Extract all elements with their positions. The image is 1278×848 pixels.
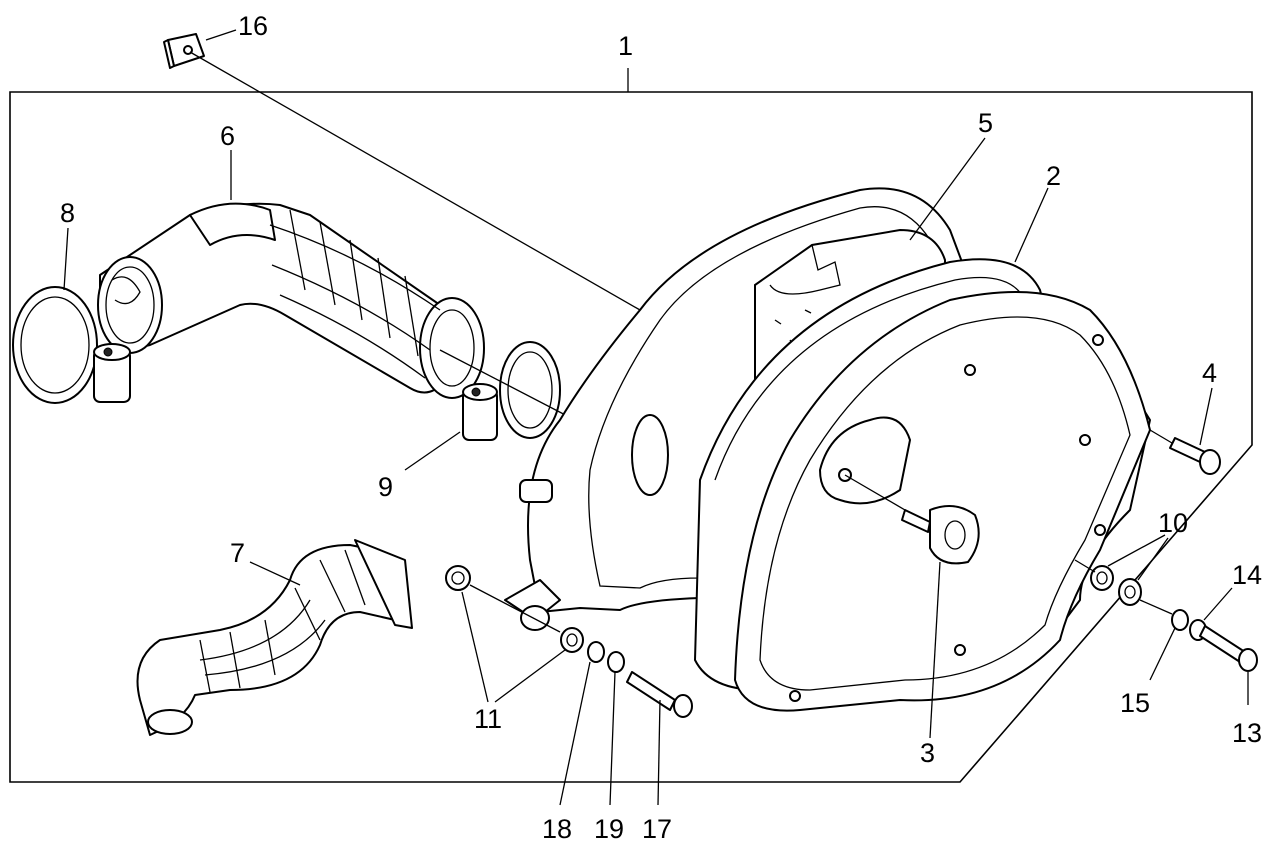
callout-6: 6 [220, 121, 235, 151]
callout-18: 18 [542, 814, 572, 844]
part-17-leader [657, 699, 661, 806]
part-8-clamp [12, 286, 131, 404]
part-13-axis-leader [1139, 599, 1173, 615]
part-19-washer [607, 651, 625, 673]
part-13-bolt [1199, 625, 1258, 672]
callout-16: 16 [238, 11, 268, 41]
part-2-leader [1014, 187, 1049, 263]
callout-8: 8 [60, 198, 75, 228]
part-17-bolt [626, 671, 693, 718]
part-18-leader [559, 661, 591, 806]
callout-3: 3 [920, 738, 935, 768]
part-10-grommets [1090, 565, 1142, 606]
callout-15: 15 [1120, 688, 1150, 718]
part-18-washer [587, 641, 605, 663]
callout-5: 5 [978, 108, 993, 138]
part-7-breather-hose [136, 539, 413, 736]
part-16-leader [205, 29, 237, 41]
part-4-leader [1199, 387, 1213, 446]
callout-14: 14 [1232, 560, 1262, 590]
callout-9: 9 [378, 472, 393, 502]
callout-10: 10 [1158, 508, 1188, 538]
part-4-screw [1169, 437, 1221, 475]
part-11-leader-b [494, 649, 566, 703]
part-6-intake-duct [97, 202, 485, 399]
part-9-clamp [462, 341, 561, 441]
callout-2: 2 [1046, 161, 1061, 191]
part-3-axis-leader [844, 474, 906, 511]
part-11-axis-leader [469, 584, 561, 633]
callout-13: 13 [1232, 718, 1262, 748]
part-16-clip-nut [163, 33, 205, 69]
part-14-leader [1203, 587, 1233, 621]
part-16-to-housing-leader [189, 51, 641, 311]
part-7-leader [249, 561, 301, 586]
part-11-leader-a [461, 591, 489, 703]
part-15-leader [1149, 627, 1176, 681]
part-2-cover [694, 258, 1151, 712]
part-19-leader [609, 671, 616, 806]
part-3-leader [929, 561, 941, 739]
part-10-leader-a [1107, 534, 1166, 567]
callout-17: 17 [642, 814, 672, 844]
callout-11: 11 [474, 704, 502, 734]
callout-4: 4 [1202, 358, 1217, 388]
part-10-axis-leader [1074, 559, 1096, 573]
part-10-leader-b [1137, 537, 1169, 581]
callout-19: 19 [594, 814, 624, 844]
callout-7: 7 [230, 538, 245, 568]
part-9-leader [404, 431, 461, 471]
part-9-to-housing-leader [439, 349, 576, 421]
part-15-washer [1171, 609, 1189, 631]
part-8-leader [63, 227, 69, 291]
assembly-boundary [9, 91, 1253, 783]
callout-1: 1 [618, 31, 633, 61]
part-4-axis-leader [1149, 429, 1173, 444]
part-3-knob-screw [901, 505, 980, 565]
part-5-leader [909, 137, 986, 241]
part-11-spacers [445, 565, 584, 653]
